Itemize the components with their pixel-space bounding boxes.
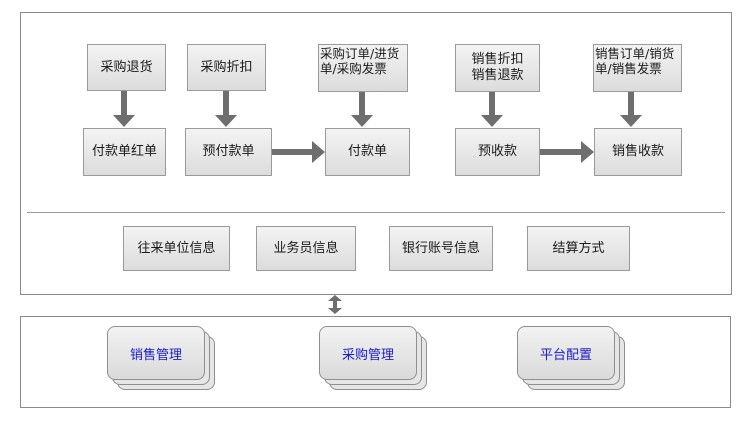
arrow-purchase-order-down bbox=[351, 92, 373, 127]
partner-info-box[interactable]: 往来单位信息 bbox=[123, 226, 230, 271]
settlement-method-box[interactable]: 结算方式 bbox=[527, 226, 630, 271]
purchase-order-docs-box[interactable]: 采购订单/进货单/采购发票 bbox=[318, 44, 408, 92]
arrow-sales-order-down bbox=[620, 92, 642, 127]
purchase-management-stack[interactable]: 采购管理 bbox=[319, 326, 431, 394]
bank-account-info-box[interactable]: 银行账号信息 bbox=[389, 226, 493, 271]
purchase-discount-box[interactable]: 采购折扣 bbox=[187, 44, 266, 91]
arrow-prereceipt-to-sales-receipt bbox=[540, 141, 594, 163]
prepayment-box[interactable]: 预付款单 bbox=[185, 128, 272, 176]
payment-box[interactable]: 付款单 bbox=[325, 128, 410, 176]
arrow-prepayment-to-payment bbox=[272, 141, 325, 163]
section-divider bbox=[27, 212, 725, 213]
arrow-purchase-discount-down bbox=[215, 91, 237, 127]
payment-red-box[interactable]: 付款单红单 bbox=[83, 128, 166, 176]
sales-management-card[interactable]: 销售管理 bbox=[107, 326, 205, 380]
sales-discount-return-box[interactable]: 销售折扣 销售退款 bbox=[455, 44, 540, 92]
pre-receipt-box[interactable]: 预收款 bbox=[455, 128, 540, 176]
platform-config-card[interactable]: 平台配置 bbox=[517, 326, 615, 380]
double-arrow-connector bbox=[328, 295, 342, 314]
sales-receipt-box[interactable]: 销售收款 bbox=[594, 128, 682, 176]
platform-config-stack[interactable]: 平台配置 bbox=[517, 326, 629, 394]
sales-order-docs-box[interactable]: 销售订单/销货单/销售发票 bbox=[593, 44, 682, 92]
sales-management-stack[interactable]: 销售管理 bbox=[107, 326, 219, 394]
staff-info-box[interactable]: 业务员信息 bbox=[256, 226, 356, 271]
arrow-sales-discount-down bbox=[481, 92, 503, 127]
purchase-return-box[interactable]: 采购退货 bbox=[87, 44, 166, 91]
arrow-purchase-return-down bbox=[113, 91, 135, 127]
purchase-management-card[interactable]: 采购管理 bbox=[319, 326, 417, 380]
